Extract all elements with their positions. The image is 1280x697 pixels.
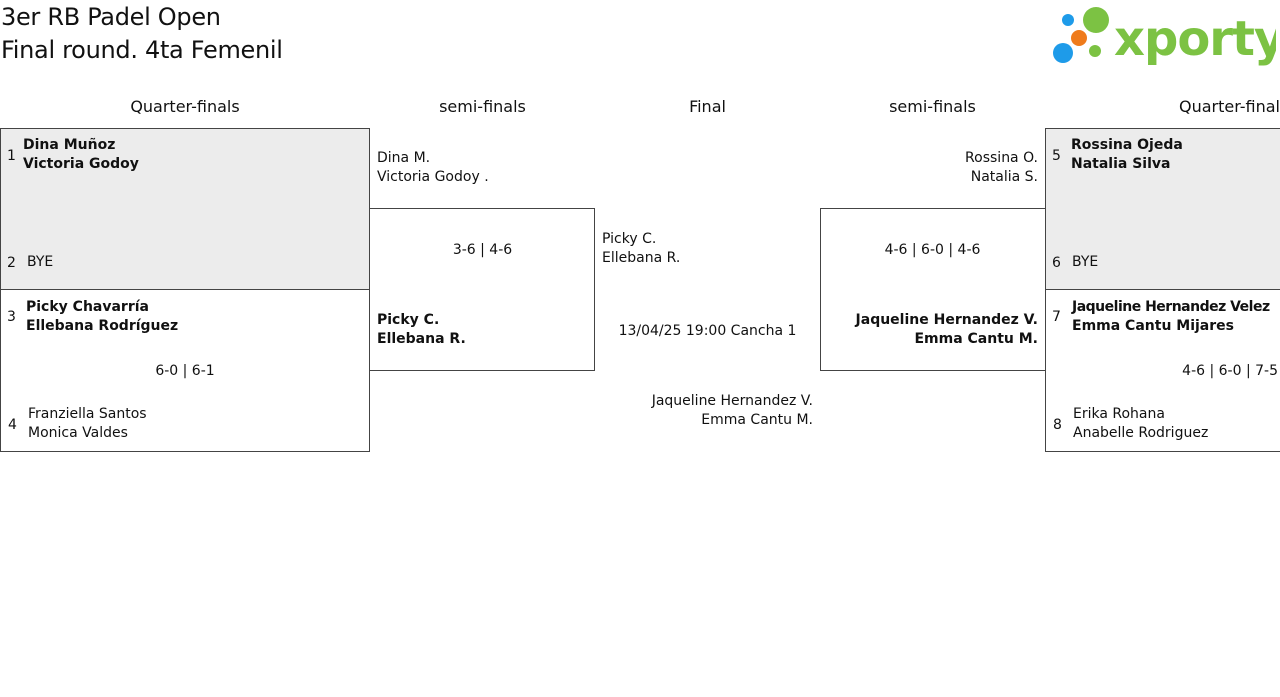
- player-name: Ellebana R.: [377, 331, 466, 347]
- seed-number: 5: [1052, 148, 1061, 164]
- player-name: Dina M.: [377, 150, 431, 166]
- final-schedule: 13/04/25 19:00 Cancha 1: [618, 323, 797, 339]
- player-name: Emma Cantu Mijares: [1072, 318, 1234, 334]
- player-name: Ellebana Rodríguez: [26, 318, 179, 334]
- player-name: Picky C.: [377, 312, 440, 328]
- seed-number: 6: [1052, 255, 1061, 271]
- xporty-logo-mark: xporty: [1053, 7, 1276, 66]
- player-name: Ellebana R.: [602, 250, 681, 266]
- round-heading-right-semifinals: semi-finals: [889, 97, 976, 116]
- player-name: Natalia S.: [970, 169, 1038, 185]
- round-heading-final: Final: [689, 97, 726, 116]
- player-name: Erika Rohana: [1073, 406, 1165, 422]
- seed-number: 2: [7, 255, 16, 271]
- round-heading-right-quarterfinals: Quarter-final: [1178, 97, 1280, 116]
- seed-number: 4: [8, 417, 17, 433]
- round-heading-left-semifinals: semi-finals: [439, 97, 526, 116]
- logo-dot-orange: [1071, 30, 1087, 46]
- round-heading-left-quarterfinals: Quarter-finals: [130, 97, 240, 116]
- player-name: Emma Cantu M.: [701, 412, 813, 428]
- match-score: 3-6 | 4-6: [452, 242, 513, 258]
- player-name: Rossina O.: [965, 150, 1038, 166]
- page-title: 3er RB Padel Open: [1, 3, 221, 31]
- player-name: Victoria Godoy .: [377, 169, 489, 185]
- player-name: Anabelle Rodriguez: [1073, 425, 1209, 441]
- player-name: Rossina Ojeda: [1071, 137, 1183, 153]
- seed-number: 8: [1053, 417, 1062, 433]
- match-score: 6-0 | 6-1: [155, 363, 215, 379]
- match-score: 4-6 | 6-0 | 7-5: [1182, 363, 1278, 379]
- player-name: Jaqueline Hernandez V.: [651, 393, 813, 409]
- logo-dot-green-small: [1089, 45, 1101, 57]
- player-name: BYE: [27, 254, 54, 270]
- left-qf-match-1[interactable]: [0, 128, 370, 290]
- player-name: Picky Chavarría: [26, 299, 149, 315]
- player-name: BYE: [1072, 254, 1099, 270]
- seed-number: 3: [7, 309, 16, 325]
- player-name: Natalia Silva: [1071, 156, 1171, 172]
- player-name: Jaqueline Hernandez Velez: [1072, 299, 1270, 315]
- right-qf-match-2[interactable]: [1045, 289, 1280, 452]
- player-name: Franziella Santos: [28, 406, 147, 422]
- player-name: Jaqueline Hernandez V.: [855, 312, 1038, 328]
- xporty-logo[interactable]: xporty: [1050, 4, 1276, 66]
- player-name: Picky C.: [602, 231, 657, 247]
- player-name: Dina Muñoz: [23, 137, 116, 153]
- player-name: Emma Cantu M.: [914, 331, 1038, 347]
- logo-dot-blue-small: [1062, 14, 1074, 26]
- seed-number: 7: [1052, 309, 1061, 325]
- player-name: Victoria Godoy: [23, 156, 139, 172]
- left-sf-match[interactable]: [369, 208, 595, 371]
- page-subtitle: Final round. 4ta Femenil: [1, 36, 283, 64]
- match-score: 4-6 | 6-0 | 4-6: [884, 242, 981, 258]
- logo-dot-blue-large: [1053, 43, 1073, 63]
- right-qf-match-1[interactable]: [1045, 128, 1280, 290]
- player-name: Monica Valdes: [28, 425, 128, 441]
- logo-wordmark: xporty: [1114, 11, 1276, 66]
- seed-number: 1: [7, 148, 16, 164]
- logo-dot-green: [1083, 7, 1109, 33]
